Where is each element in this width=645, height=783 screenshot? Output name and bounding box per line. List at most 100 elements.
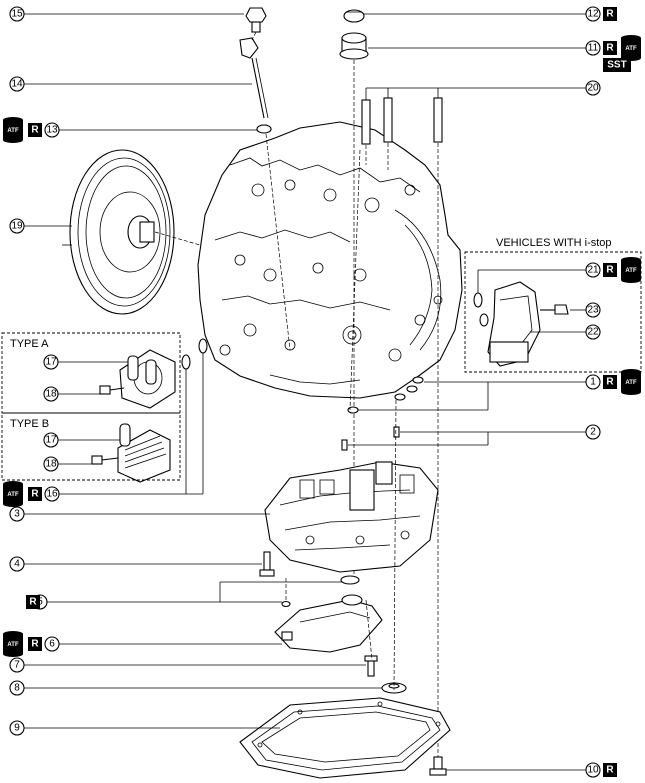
istop-parts-drawing <box>473 281 569 367</box>
replace-badge-5: R <box>26 595 40 609</box>
callout-14: 14 <box>9 76 25 92</box>
callout-9: 9 <box>9 720 25 736</box>
svg-text:8: 8 <box>14 683 20 694</box>
bolt-4-drawing <box>259 551 287 600</box>
replace-badge-11: R <box>603 41 617 55</box>
svg-text:2: 2 <box>590 427 596 438</box>
svg-text:7: 7 <box>14 660 20 671</box>
svg-text:R: R <box>29 597 37 608</box>
svg-text:R: R <box>606 43 614 54</box>
svg-text:12: 12 <box>587 9 599 20</box>
callout-2: 2 <box>585 424 601 440</box>
sleeve-pins-drawing <box>361 97 443 770</box>
svg-text:18: 18 <box>45 389 57 400</box>
type-a-label: TYPE A <box>10 338 49 350</box>
svg-text:15: 15 <box>11 9 23 20</box>
plug-drawing <box>339 9 369 575</box>
svg-text:19: 19 <box>11 221 23 232</box>
svg-text:23: 23 <box>587 305 599 316</box>
o-rings-5-drawing <box>281 575 360 608</box>
atf-can-icon-21: ATF <box>621 257 641 283</box>
svg-text:1: 1 <box>590 377 596 388</box>
svg-text:ATF: ATF <box>7 642 19 648</box>
svg-text:ATF: ATF <box>7 492 19 498</box>
oil-cooler-type-a-drawing <box>99 349 176 409</box>
svg-text:16: 16 <box>46 489 58 500</box>
svg-text:R: R <box>31 639 39 650</box>
callout-21: 21 <box>585 262 601 278</box>
svg-text:17: 17 <box>45 357 57 368</box>
small-parts-1-2-drawing <box>341 376 424 451</box>
svg-text:13: 13 <box>46 125 58 136</box>
callout-22: 22 <box>585 324 601 340</box>
svg-text:4: 4 <box>14 559 20 570</box>
type-b-box <box>1 412 181 481</box>
svg-text:R: R <box>606 765 614 776</box>
svg-text:21: 21 <box>587 265 599 276</box>
callout-19: 19 <box>9 218 25 234</box>
callout-17b: 17 <box>43 432 59 448</box>
svg-text:20: 20 <box>587 83 599 94</box>
type-b-label: TYPE B <box>10 418 49 430</box>
svg-text:R: R <box>606 9 614 20</box>
callout-17a: 17 <box>43 354 59 370</box>
svg-text:6: 6 <box>49 639 55 650</box>
svg-text:11: 11 <box>588 43 599 54</box>
istop-box <box>464 251 642 373</box>
type-a-box <box>1 332 181 414</box>
callout-4: 4 <box>9 556 25 572</box>
replace-badge-16: R <box>28 487 42 501</box>
callout-18b: 18 <box>43 456 59 472</box>
transaxle-case-drawing <box>197 121 463 399</box>
callout-1: 1 <box>585 374 601 390</box>
callout-6: 6 <box>44 636 60 652</box>
svg-text:R: R <box>31 125 39 136</box>
svg-text:ATF: ATF <box>7 128 19 134</box>
centerline <box>393 399 397 691</box>
svg-text:ATF: ATF <box>625 268 637 274</box>
callout-3: 3 <box>9 506 25 522</box>
replace-badge-12: R <box>603 7 617 21</box>
atf-can-icon-1: ATF <box>621 369 641 395</box>
atf-can-icon-13: ATF <box>3 117 23 143</box>
drain-plug-drawing <box>429 756 447 776</box>
callout-8: 8 <box>9 680 25 696</box>
replace-badge-6: R <box>28 637 42 651</box>
svg-text:ATF: ATF <box>625 46 637 52</box>
callout-18a: 18 <box>43 386 59 402</box>
svg-text:SST: SST <box>607 60 626 71</box>
svg-text:14: 14 <box>11 79 23 90</box>
svg-text:R: R <box>606 265 614 276</box>
callout-20: 20 <box>585 80 601 96</box>
centerline <box>365 599 373 661</box>
callout-10: 10 <box>585 762 601 778</box>
svg-text:22: 22 <box>587 327 599 338</box>
o-ring-13-drawing <box>256 124 272 134</box>
callout-11: 11 <box>585 40 601 56</box>
control-valve-body-drawing <box>264 461 439 573</box>
replace-badge-1: R <box>603 375 617 389</box>
callout-7: 7 <box>9 657 25 673</box>
svg-text:5: 5 <box>37 597 43 608</box>
leader-lines <box>24 13 586 771</box>
svg-text:R: R <box>31 489 39 500</box>
svg-text:10: 10 <box>587 765 599 776</box>
svg-text:18: 18 <box>45 459 57 470</box>
atf-can-icon-6: ATF <box>3 631 23 657</box>
callout-16: 16 <box>44 486 60 502</box>
bolt-7-drawing <box>364 655 378 677</box>
callout-15: 15 <box>9 6 25 22</box>
replace-badge-13: R <box>28 123 42 137</box>
callout-12: 12 <box>585 6 601 22</box>
svg-text:3: 3 <box>14 509 20 520</box>
oil-strainer-drawing <box>274 594 383 653</box>
istop-label: VEHICLES WITH i-stop <box>496 237 612 249</box>
atf-can-icon-11: ATF <box>621 35 641 61</box>
replace-badge-10: R <box>603 763 617 777</box>
atf-can-icon-16: ATF <box>3 481 23 507</box>
callout-13: 13 <box>44 122 60 138</box>
callout-23: 23 <box>585 302 601 318</box>
replace-badge-21: R <box>603 263 617 277</box>
torque-converter-drawing <box>62 149 201 315</box>
